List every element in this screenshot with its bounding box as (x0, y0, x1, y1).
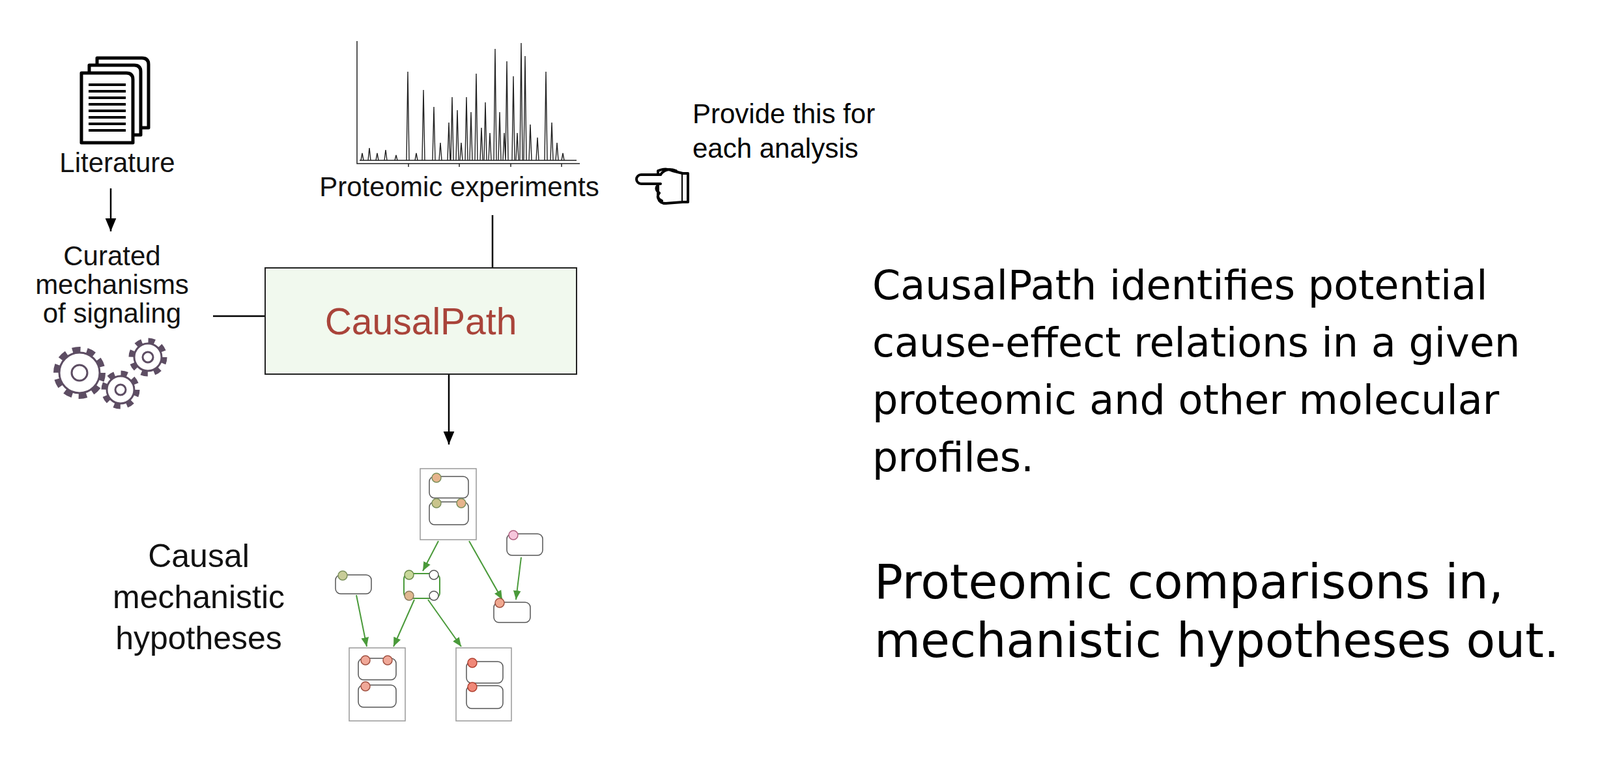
pointing-hand-icon (636, 169, 688, 204)
pointing-hand-icon (656, 169, 677, 201)
node-text: Curated mechanisms of signaling (30, 241, 194, 328)
summary-text: CausalPath identifies potential cause-ef… (872, 256, 1557, 486)
network-illustration (429, 590, 439, 600)
tagline-text: Proteomic comparisons in, mechanistic hy… (874, 552, 1588, 670)
gear-icon (106, 375, 135, 404)
network-illustration (456, 647, 512, 721)
network-illustration (467, 682, 477, 692)
icon-label: Literature (45, 146, 189, 180)
network-illustration (356, 540, 522, 647)
network-illustration (404, 570, 414, 580)
gear-icon (71, 364, 88, 381)
spectrum-plot (359, 42, 577, 161)
network-illustration (360, 655, 371, 665)
network-illustration (383, 655, 393, 665)
summary-text: CausalPath identifies potential cause-ef… (872, 256, 1557, 486)
document-icon (88, 84, 126, 131)
network-illustration (335, 468, 543, 721)
network-illustration (469, 540, 503, 600)
network-illustration (495, 598, 505, 608)
network-illustration (393, 599, 415, 647)
network-illustration (429, 570, 439, 580)
gear-icon (142, 351, 154, 363)
process-box: CausalPath (264, 267, 578, 375)
gear-icon (134, 343, 162, 371)
tagline-text: Proteomic comparisons in, mechanistic hy… (874, 552, 1588, 670)
network-illustration (349, 647, 406, 721)
connector (448, 374, 451, 445)
spectrum-plot (357, 41, 580, 167)
node-text: Proteomic experiments (306, 170, 613, 204)
gear-icon (131, 340, 165, 374)
network-illustration (431, 472, 442, 483)
note-text: Provide this for each analysis (692, 96, 888, 166)
network-illustration (422, 540, 439, 571)
connector (491, 214, 494, 268)
network-illustration (338, 570, 348, 580)
node-text: Literature (45, 146, 189, 180)
network-illustration (508, 530, 518, 540)
gear-icon (115, 384, 126, 395)
network-illustration (404, 590, 414, 600)
network-illustration (360, 681, 371, 691)
gear-icon (59, 352, 100, 393)
gear-icon (56, 349, 103, 396)
node-text: Causal mechanistic hypotheses (100, 535, 297, 659)
network-illustration (456, 498, 466, 508)
document-icon (81, 57, 149, 143)
document-icon (81, 72, 133, 143)
network-illustration (428, 599, 462, 647)
icon-label: Proteomic experiments (306, 170, 613, 204)
node-text: CausalPath (325, 299, 518, 343)
pointing-hand-icon (682, 173, 688, 202)
network-illustration (420, 468, 477, 540)
connector (110, 188, 113, 232)
network-illustration (515, 557, 522, 600)
connector (213, 315, 265, 318)
network-illustration (356, 594, 367, 647)
spectrum-plot (357, 41, 580, 167)
pointing-hand-icon (636, 174, 661, 184)
icon-label: Curated mechanisms of signaling (30, 241, 194, 328)
network-illustration (467, 657, 477, 668)
gear-icon (104, 373, 137, 406)
note-text: Provide this for each analysis (692, 96, 888, 166)
network-illustration (431, 498, 442, 508)
illustration-region: Causal mechanistic hypotheses (100, 444, 554, 725)
gear-icon (56, 340, 165, 406)
